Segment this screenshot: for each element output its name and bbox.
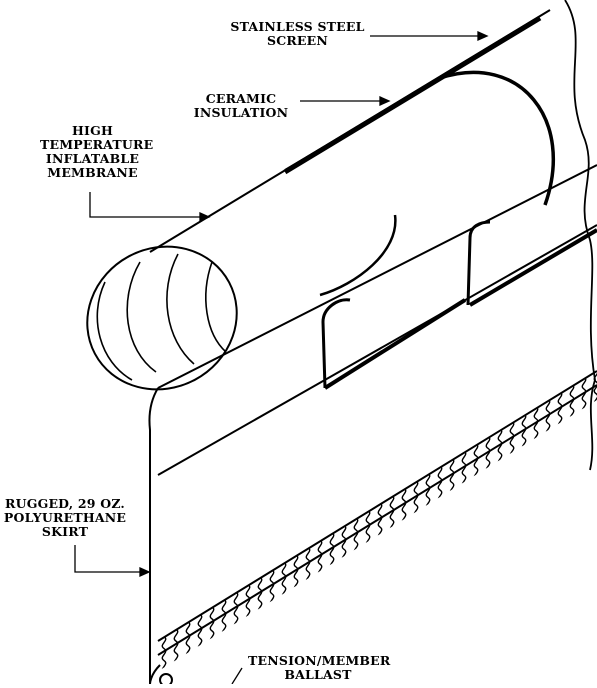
ballast-wave <box>389 495 395 533</box>
ballast-wave <box>341 524 347 562</box>
ballast-wave <box>425 472 431 510</box>
label-tension-member-ballast: TENSION/MEMBER BALLAST <box>248 653 391 682</box>
ballast-wave <box>449 458 455 496</box>
label-ceramic-insulation: CERAMIC INSULATION <box>193 91 289 120</box>
ballast-cable <box>159 673 173 687</box>
ballast-wave <box>317 539 323 577</box>
ballast-wave <box>401 487 407 525</box>
ballast-wave <box>233 591 239 629</box>
ballast-wave <box>257 576 263 614</box>
tube-open-end <box>86 245 238 391</box>
ballast-wave <box>413 480 419 518</box>
ballast-wave <box>557 391 563 429</box>
ballast-wave <box>269 569 275 607</box>
ballast-wave <box>365 509 371 548</box>
inflatable-membrane-tube <box>86 9 597 391</box>
ballast-wave <box>353 517 359 555</box>
arrow-membrane <box>199 211 211 223</box>
ballast-wave <box>569 383 575 422</box>
stainless-steel-screen-panels <box>321 220 597 390</box>
torn-right-edge <box>564 0 596 471</box>
ballast-wave <box>221 598 227 637</box>
ballast-wave <box>509 420 515 459</box>
ballast-wave <box>281 561 287 599</box>
ballast-wave <box>185 621 191 659</box>
leader-lines <box>74 30 489 685</box>
ballast-wave <box>593 372 597 407</box>
ballast-wave <box>305 546 311 585</box>
ballast-end <box>149 664 161 685</box>
arrow-screen <box>477 30 489 42</box>
tube-bottom-edge <box>157 164 597 389</box>
ballast-wave <box>545 398 551 436</box>
membrane-inner-contours <box>96 253 227 381</box>
ballast-wave <box>161 635 167 670</box>
label-inflatable-membrane: HIGH TEMPERATURE INFLATABLE MEMBRANE <box>40 123 154 180</box>
polyurethane-skirt <box>148 224 597 684</box>
ballast-wave <box>293 554 299 592</box>
ballast-wave <box>521 413 527 451</box>
label-stainless-steel-screen: STAINLESS STEEL SCREEN <box>230 19 365 48</box>
leader-membrane <box>89 192 200 218</box>
ballast-wave <box>473 443 479 481</box>
leader-skirt <box>74 545 140 573</box>
ballast-wave <box>581 376 587 414</box>
ballast-wave <box>245 584 251 622</box>
ballast-wave <box>497 428 503 466</box>
ballast-wave <box>485 435 491 473</box>
leader-ballast <box>231 667 243 685</box>
ballast-wave <box>377 502 383 540</box>
ballast-pocket <box>149 372 597 687</box>
label-polyurethane-skirt: RUGGED, 29 OZ. POLYURETHANE SKIRT <box>3 496 127 539</box>
ballast-wave <box>533 406 539 444</box>
ballast-wave <box>437 465 443 503</box>
arrow-skirt <box>139 566 151 578</box>
ceramic-insulation-layer <box>283 15 556 297</box>
ballast-wave <box>173 628 179 666</box>
ballast-wave <box>329 532 335 570</box>
arrow-insulation <box>379 95 391 107</box>
ballast-wave <box>209 606 215 644</box>
ballast-wave <box>461 450 467 488</box>
ballast-wave <box>197 613 203 651</box>
